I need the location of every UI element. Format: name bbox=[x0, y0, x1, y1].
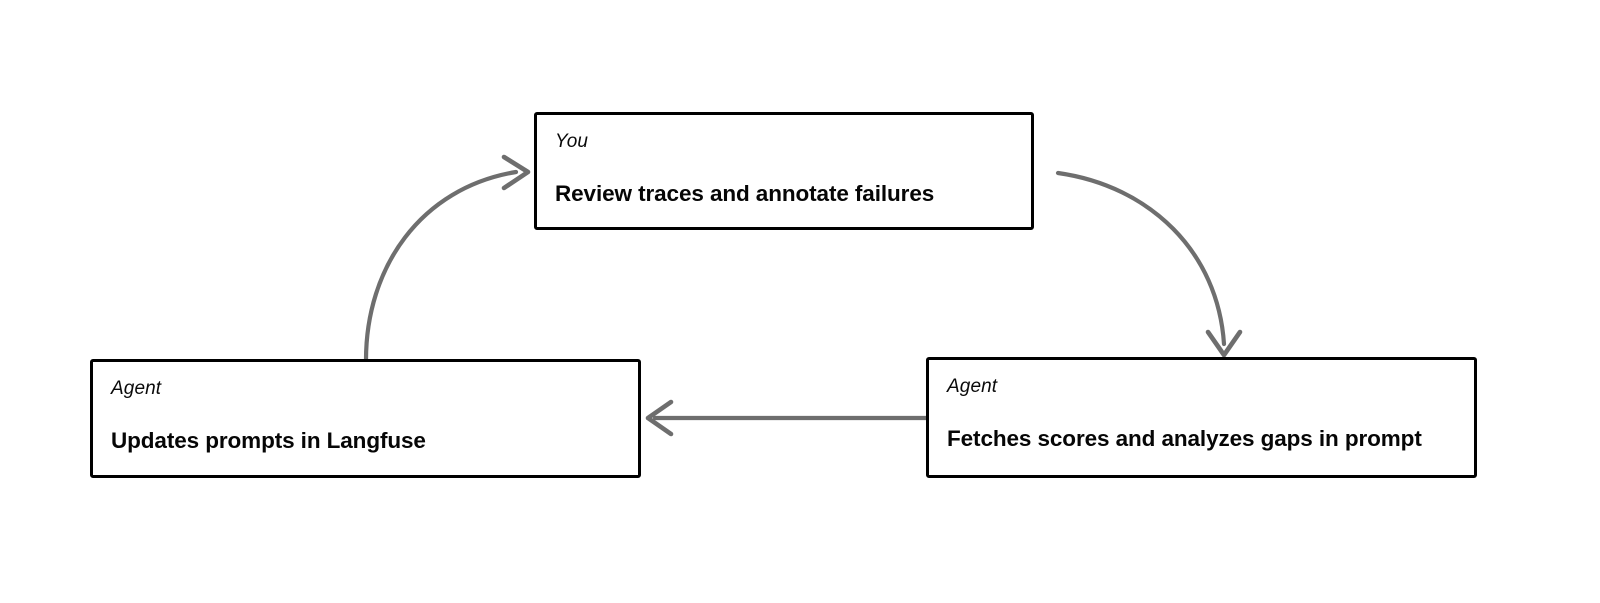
node-you-title: Review traces and annotate failures bbox=[555, 181, 935, 206]
node-agent-fetch-role: Agent bbox=[947, 376, 998, 397]
edge-you-to-fetch bbox=[1055, 170, 1243, 358]
node-agent-update-title: Updates prompts in Langfuse bbox=[111, 428, 426, 453]
edge-fetch-to-update bbox=[645, 399, 947, 437]
edge-update-to-you bbox=[363, 154, 531, 363]
node-you-role: You bbox=[555, 131, 589, 152]
node-agent-update-role: Agent bbox=[111, 378, 162, 399]
node-agent-update[interactable]: Agent Updates prompts in Langfuse bbox=[90, 359, 641, 478]
node-agent-fetch-title: Fetches scores and analyzes gaps in prom… bbox=[947, 426, 1422, 451]
node-you[interactable]: You Review traces and annotate failures bbox=[534, 112, 1034, 230]
node-agent-fetch[interactable]: Agent Fetches scores and analyzes gaps i… bbox=[926, 357, 1477, 478]
